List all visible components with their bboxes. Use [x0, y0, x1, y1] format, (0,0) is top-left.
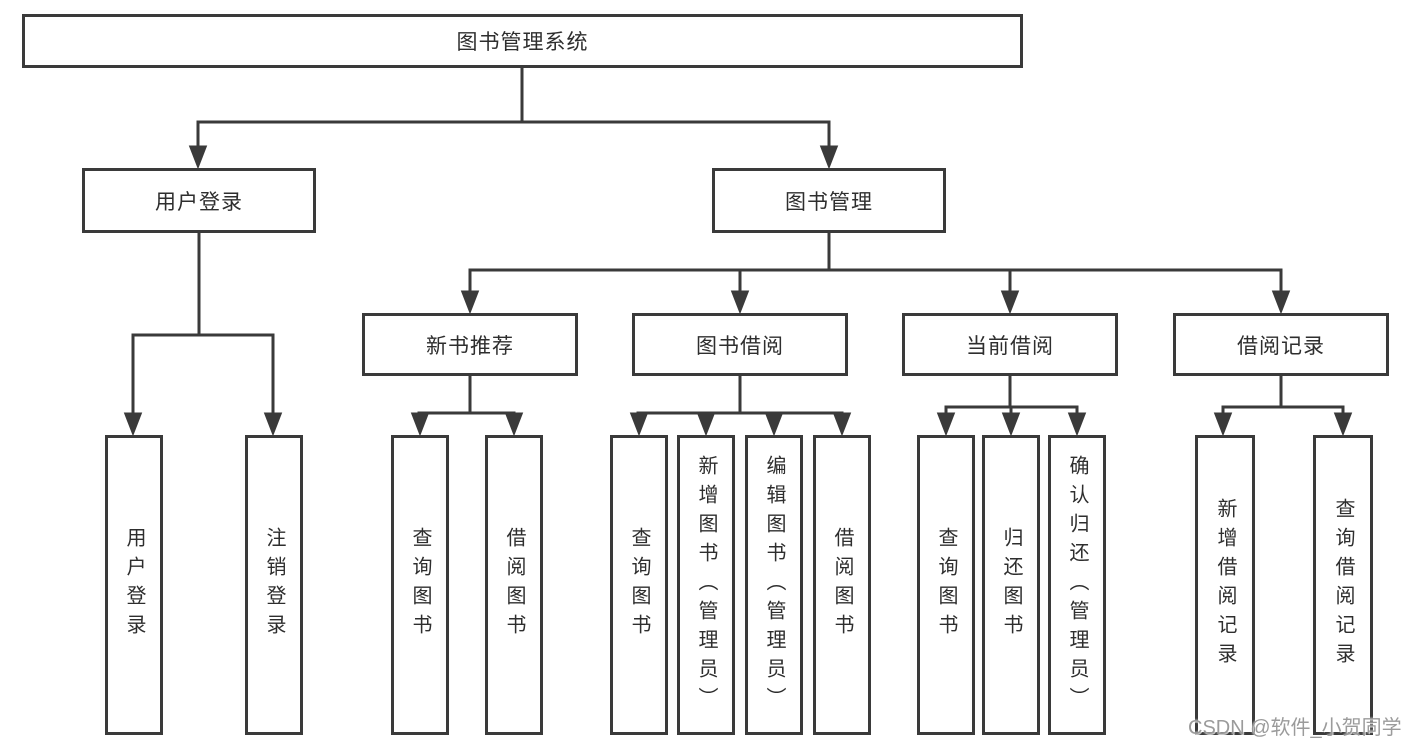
- connector-book-mgmt-to-level3: [460, 233, 1291, 315]
- connector-borrow-record-to-leaves: [1213, 376, 1353, 437]
- leaf-current-query-books: 查询图书: [917, 435, 975, 735]
- leaf-newbook-borrow-books-label: 借阅图书: [503, 527, 525, 643]
- node-book-management-label: 图书管理: [785, 190, 873, 214]
- leaf-add-borrow-record: 新增借阅记录: [1195, 435, 1255, 735]
- connector-user-login-to-leaves: [123, 233, 283, 437]
- leaf-borrow-query-books: 查询图书: [610, 435, 668, 735]
- leaf-logout: 注销登录: [245, 435, 303, 735]
- leaf-add-books-admin: 新增图书（管理员）: [677, 435, 735, 735]
- connector-book-borrow-to-leaves: [629, 376, 852, 437]
- node-new-book-recommend: 新书推荐: [362, 313, 578, 376]
- node-borrow-record: 借阅记录: [1173, 313, 1389, 376]
- leaf-add-books-admin-label: 新增图书（管理员）: [695, 454, 717, 716]
- leaf-current-query-books-label: 查询图书: [935, 527, 957, 643]
- node-book-management: 图书管理: [712, 168, 946, 233]
- node-book-borrow-label: 图书借阅: [696, 334, 784, 358]
- node-user-login-label: 用户登录: [155, 190, 243, 214]
- node-root-system: 图书管理系统: [22, 14, 1023, 68]
- node-borrow-record-label: 借阅记录: [1237, 334, 1325, 358]
- leaf-return-books: 归还图书: [982, 435, 1040, 735]
- node-book-borrow: 图书借阅: [632, 313, 848, 376]
- leaf-confirm-return-admin-label: 确认归还（管理员）: [1066, 454, 1088, 716]
- leaf-return-books-label: 归还图书: [1000, 527, 1022, 643]
- leaf-user-login-label: 用户登录: [123, 527, 145, 643]
- leaf-edit-books-admin: 编辑图书（管理员）: [745, 435, 803, 735]
- leaf-user-login: 用户登录: [105, 435, 163, 735]
- leaf-borrow-books-label: 借阅图书: [831, 527, 853, 643]
- leaf-newbook-borrow-books: 借阅图书: [485, 435, 543, 735]
- connector-root-to-level2: [188, 68, 839, 170]
- node-user-login: 用户登录: [82, 168, 316, 233]
- node-current-borrow-label: 当前借阅: [966, 334, 1054, 358]
- leaf-edit-books-admin-label: 编辑图书（管理员）: [763, 454, 785, 716]
- node-current-borrow: 当前借阅: [902, 313, 1118, 376]
- leaf-add-borrow-record-label: 新增借阅记录: [1214, 498, 1236, 672]
- connector-current-borrow-to-leaves: [936, 376, 1087, 437]
- leaf-borrow-books: 借阅图书: [813, 435, 871, 735]
- connector-new-book-to-leaves: [410, 376, 524, 437]
- node-new-book-recommend-label: 新书推荐: [426, 334, 514, 358]
- leaf-query-borrow-record: 查询借阅记录: [1313, 435, 1373, 735]
- csdn-watermark: CSDN @软件_小贺同学: [1188, 717, 1402, 739]
- leaf-newbook-query-books: 查询图书: [391, 435, 449, 735]
- leaf-query-borrow-record-label: 查询借阅记录: [1332, 498, 1354, 672]
- leaf-newbook-query-books-label: 查询图书: [409, 527, 431, 643]
- node-root-label: 图书管理系统: [456, 31, 589, 54]
- leaf-logout-label: 注销登录: [263, 527, 285, 643]
- leaf-confirm-return-admin: 确认归还（管理员）: [1048, 435, 1106, 735]
- leaf-borrow-query-books-label: 查询图书: [628, 527, 650, 643]
